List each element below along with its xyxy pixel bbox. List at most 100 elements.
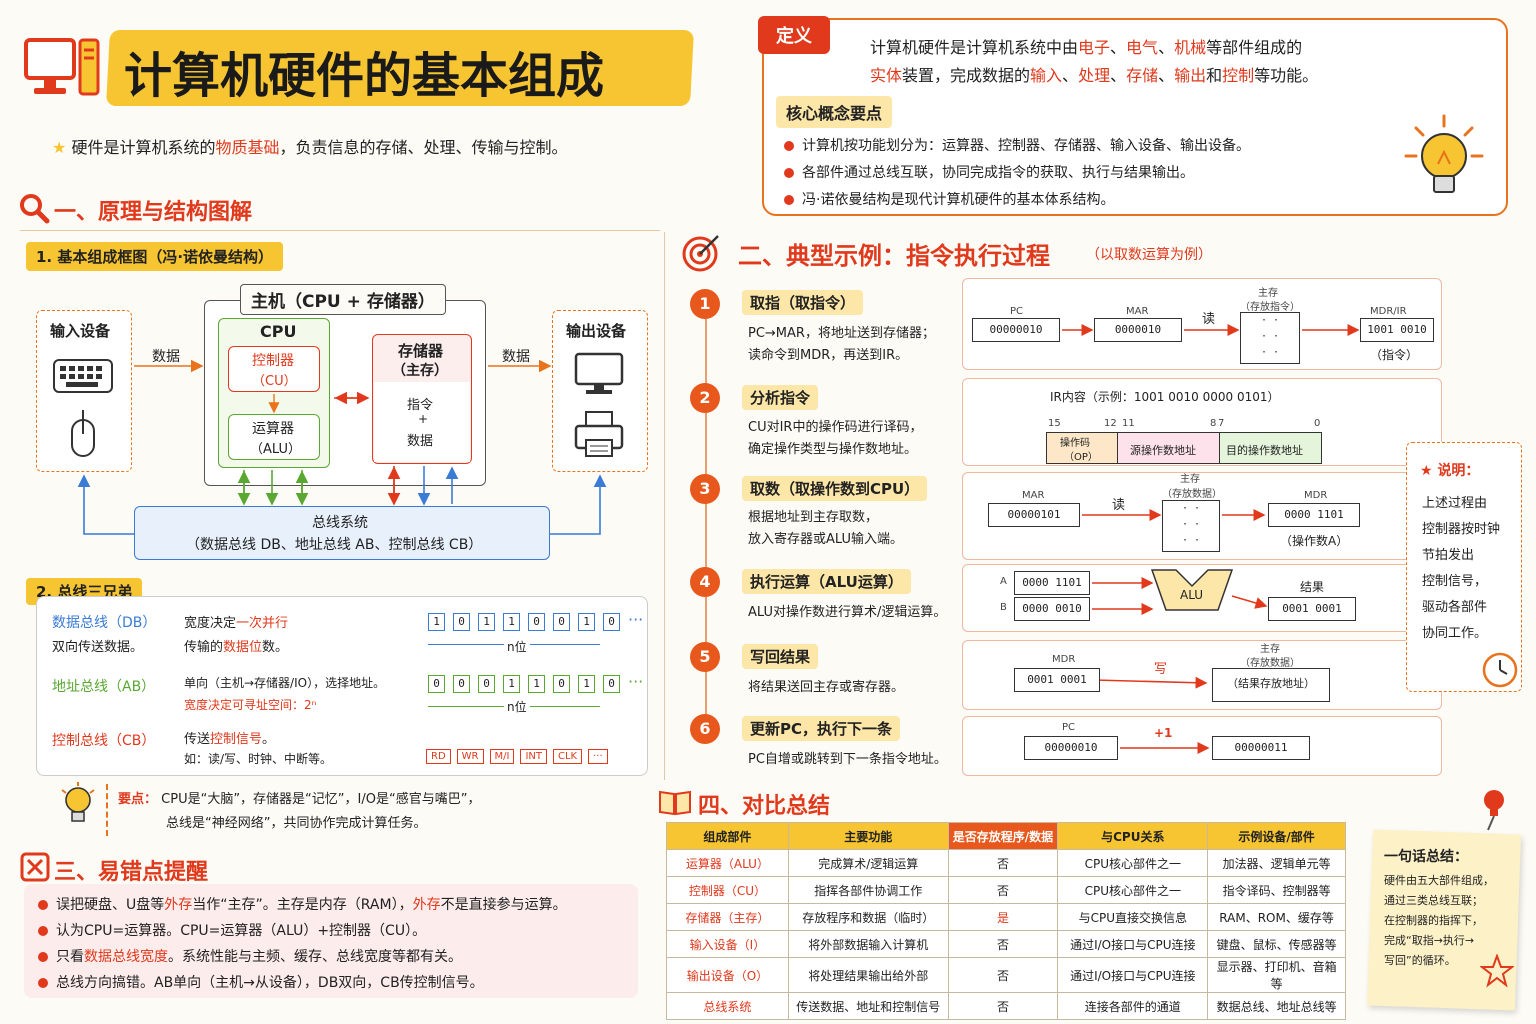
s3-mem-block: · ·· ·· · — [1162, 500, 1220, 552]
mistake-1: 误把硬盘、U盘等外存当作“主存”。主存是内存（RAM），外存不是直接参与运算。 — [38, 894, 567, 914]
db-desc-3: 传输的数据位数。 — [184, 640, 289, 655]
mouse-icon — [70, 409, 96, 458]
s4-b-reg: 0000 0010 — [1014, 597, 1090, 621]
cu-label: 控制器 — [252, 353, 294, 369]
s1-mem-label: 主存 — [1258, 288, 1278, 299]
s3-read: 读 — [1112, 498, 1126, 513]
db-name: 数据总线（DB） — [52, 615, 157, 631]
s5-mem-sub: （存放数据） — [1240, 658, 1300, 669]
s6-pc2-reg: 00000011 — [1212, 736, 1310, 760]
table-row: 输出设备（O）将处理结果输出给外部否通过I/O接口与CPU连接显示器、打印机、音… — [666, 957, 1346, 993]
s5-mem-label: 主存 — [1260, 644, 1280, 655]
section2-subtitle: （以取数运算为例） — [1086, 247, 1212, 263]
sticky-title: 一句话总结： — [1384, 849, 1468, 865]
db-desc-2: 双向传送数据。 — [52, 640, 144, 655]
host-label: 主机（CPU + 存储器） — [240, 284, 446, 315]
section3-title: 三、易错点提醒 — [54, 860, 209, 885]
note-line-6: 协同工作。 — [1422, 626, 1488, 641]
note-line-4: 控制信号， — [1422, 574, 1488, 589]
note-line-5: 驱动各部件 — [1422, 600, 1488, 615]
s4-alu-label: ALU — [1180, 588, 1204, 602]
core-point-1: 计算机按功能划分为：运算器、控制器、存储器、输入设备、输出设备。 — [784, 135, 1250, 155]
pushpin-icon — [1476, 788, 1512, 832]
step-3-title: 取数（取操作数到CPU） — [742, 476, 928, 501]
s5-write: 写 — [1154, 662, 1168, 677]
section1-title: 一、原理与结构图解 — [54, 200, 253, 225]
s3-mdr-reg: 0000 1101 — [1268, 503, 1360, 527]
search-icon — [18, 192, 50, 224]
sticky-star-icon — [1479, 953, 1515, 988]
s5-mem-reg: （结果存放地址） — [1212, 668, 1330, 702]
intro-line: ★ 硬件是计算机系统的物质基础，负责信息的存储、处理、传输与控制。 — [52, 138, 568, 157]
core-point-3: 冯·诺依曼结构是现代计算机硬件的基本体系结构。 — [784, 189, 1114, 209]
key-point-line2: 总线是“神经网络”，共同协作完成计算任务。 — [166, 816, 427, 831]
diagram-subtitle: 1. 基本组成框图（冯·诺依曼结构） — [26, 242, 284, 271]
cb-desc-2: 如：读/写、时钟、中断等。 — [184, 752, 333, 766]
s6-pc-label: PC — [1062, 722, 1076, 733]
sticky-line-5: 写回”的循环。 — [1384, 954, 1456, 967]
note-line-1: 上述过程由 — [1422, 496, 1488, 511]
step-3-number: 3 — [690, 474, 720, 504]
s1-mar-reg: 0000010 — [1094, 318, 1182, 342]
step-2-title: 分析指令 — [742, 385, 819, 410]
step-4-desc-1: ALU对操作数进行算术/逻辑运算。 — [748, 605, 947, 620]
section1-divider — [20, 230, 660, 231]
step-3-desc-1: 根据地址到主存取数， — [748, 510, 879, 525]
s3-mar-label: MAR — [1022, 490, 1045, 501]
s2-op-field — [1046, 432, 1118, 464]
note-star-icon: ★ — [1420, 463, 1433, 479]
s2-bit7: 7 — [1218, 418, 1225, 429]
table-header: 组成部件 — [666, 822, 789, 850]
alu-box — [228, 414, 320, 460]
s2-src-field — [1118, 432, 1220, 464]
step-2-desc-1: CU对IR中的操作码进行译码， — [748, 420, 923, 435]
output-device-label: 输出设备 — [566, 322, 627, 340]
table-header: 是否存放程序/数据 — [947, 822, 1059, 850]
data-label-left: 数据 — [152, 349, 180, 365]
db-nbit: n位 — [504, 638, 530, 655]
key-point-bulb-icon — [58, 782, 98, 826]
step-1-desc-1: PC→MAR，将地址送到存储器； — [748, 326, 935, 341]
table-header-row: 组成部件 主要功能 是否存放程序/数据 与CPU关系 示例设备/部件 — [666, 822, 1346, 850]
s1-mdr-reg: 1001 0010 — [1360, 318, 1434, 342]
s2-bit11: 11 — [1122, 418, 1135, 429]
step-6-number: 6 — [690, 714, 720, 744]
step-4-title: 执行运算（ALU运算） — [742, 569, 911, 594]
s2-dst-label: 目的操作数地址 — [1226, 444, 1303, 457]
step-5-number: 5 — [690, 642, 720, 672]
memory-data: 数据 — [407, 434, 434, 449]
cpu-label: CPU — [260, 322, 297, 341]
s4-res-reg: 0001 0001 — [1268, 597, 1356, 621]
s2-src-label: 源操作数地址 — [1130, 444, 1196, 457]
table-header: 与CPU关系 — [1057, 822, 1209, 850]
sticky-line-2: 通过三类总线互联； — [1384, 894, 1483, 907]
steps-timeline — [705, 304, 707, 734]
mistake-3: 只看数据总线宽度。系统性能与主频、缓存、总线宽度等都有关。 — [38, 946, 462, 966]
cb-desc-1: 传送控制信号。 — [184, 732, 276, 747]
alu-label: 运算器 — [252, 421, 294, 437]
s1-read: 读 — [1202, 312, 1216, 327]
s3-mdr-sub: （操作数A） — [1280, 534, 1349, 548]
ab-desc-2: 宽度决定可寻址空间：2ⁿ — [184, 698, 317, 712]
s4-res-label: 结果 — [1300, 580, 1325, 594]
monitor-logo-icon — [22, 36, 102, 100]
monitor-icon — [574, 352, 624, 396]
step-6-desc-1: PC自增或跳转到下一条指令地址。 — [748, 752, 947, 767]
table-header: 示例设备/部件 — [1207, 822, 1346, 850]
s2-op-label: 操作码 — [1060, 438, 1090, 449]
key-point-line1: 要点： CPU是“大脑”，存储器是“记忆”，I/O是“感官与嘴巴”， — [118, 792, 481, 807]
lightbulb-icon — [1404, 112, 1484, 202]
note-line-2: 控制器按时钟 — [1422, 522, 1501, 537]
note-line-3: 节拍发出 — [1422, 548, 1475, 563]
step-4-number: 4 — [690, 567, 720, 597]
memory-inner — [374, 382, 470, 462]
comparison-table: 组成部件 主要功能 是否存放程序/数据 与CPU关系 示例设备/部件 运算器（A… — [666, 822, 1346, 1020]
memory-plus: + — [418, 412, 429, 426]
mistake-4: 总线方向搞错。AB单向（主机→从设备），DB双向，CB传控制信号。 — [38, 972, 484, 992]
mistake-2: 认为CPU=运算器。CPU=运算器（ALU）+控制器（CU）。 — [38, 920, 426, 940]
diagram-arrows — [77, 359, 607, 535]
data-label-right: 数据 — [502, 349, 530, 365]
star-icon: ★ — [52, 138, 67, 157]
